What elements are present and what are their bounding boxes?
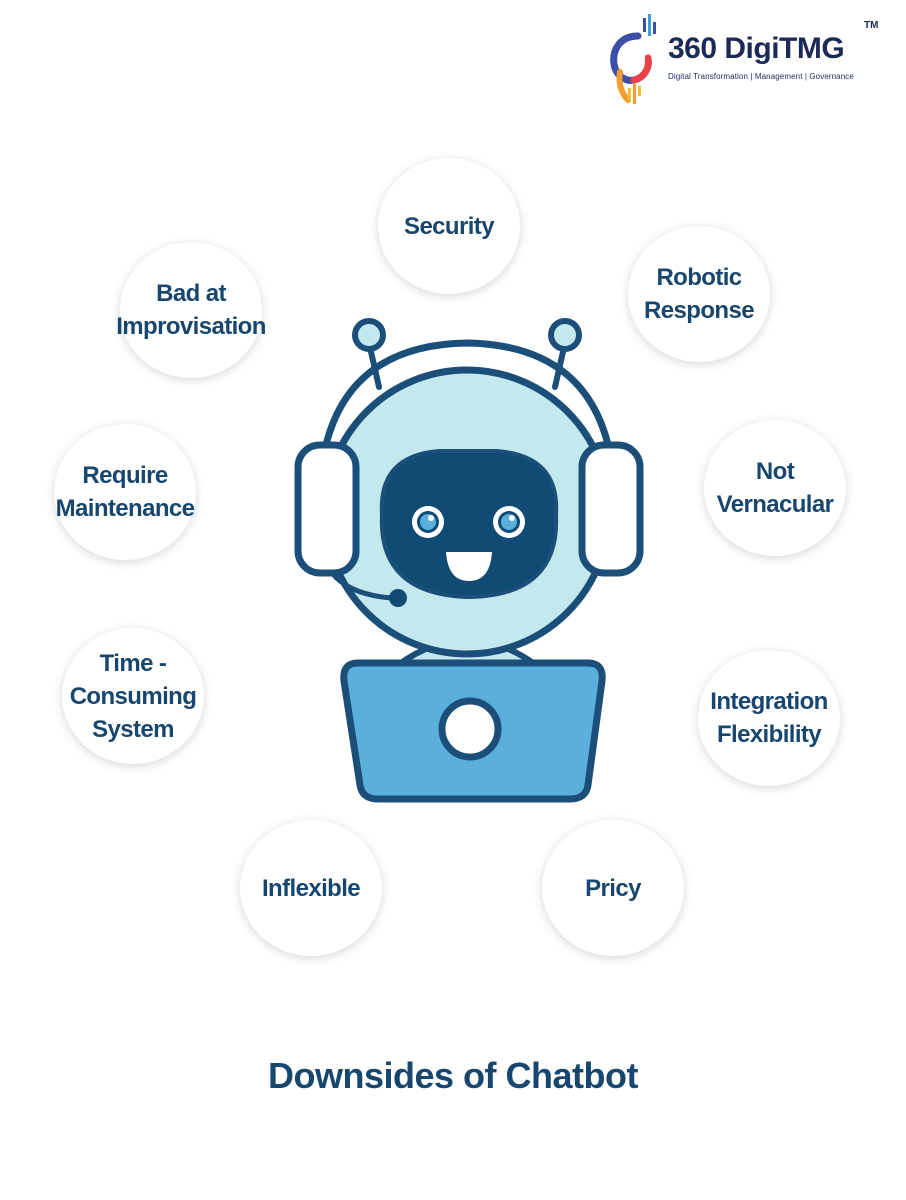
microphone-icon xyxy=(389,589,407,607)
bubble-label: Require Maintenance xyxy=(55,462,195,522)
bubble-label: Robotic Response xyxy=(644,264,755,324)
bubble-inflexible: Inflexible xyxy=(240,820,382,956)
logo-tagline: Digital Transformation | Management | Go… xyxy=(668,72,854,81)
antenna-left xyxy=(352,318,386,390)
logo-trademark: TM xyxy=(864,20,879,31)
headphone-right xyxy=(578,441,644,577)
robot-eyes xyxy=(412,506,525,538)
logo-wordmark: 360 DigiTMG xyxy=(668,32,845,65)
bubble-time-consuming-system: Time - Consuming System xyxy=(62,628,204,764)
bubble-label: Security xyxy=(404,212,495,240)
bubble-label: Time - Consuming System xyxy=(69,649,197,743)
bubble-label: Pricy xyxy=(585,874,641,902)
page-title: Downsides of Chatbot xyxy=(268,1055,639,1096)
robot-face xyxy=(379,449,559,600)
brand-logo: 360 DigiTMG TM Digital Transformation | … xyxy=(608,14,888,106)
microphone-boom xyxy=(330,571,393,601)
bubble-not-vernacular: Not Vernacular xyxy=(704,420,846,556)
logo-mark-icon xyxy=(610,14,656,104)
headphone-band xyxy=(318,339,616,466)
bubble-label: Integration Flexibility xyxy=(710,688,828,748)
bubble-integration-flexibility: Integration Flexibility xyxy=(698,650,840,786)
bubble-label: Bad at Improvisation xyxy=(116,280,266,340)
robot-mouth xyxy=(446,552,492,581)
bubble-pricy: Pricy xyxy=(542,820,684,956)
laptop-logo-icon xyxy=(438,697,502,761)
chatbot-robot-icon xyxy=(294,318,644,803)
bubble-security: Security xyxy=(378,158,520,294)
bubble-bad-at-improvisation: Bad at Improvisation xyxy=(116,242,266,378)
bubble-label: Not Vernacular xyxy=(716,458,834,518)
bubble-require-maintenance: Require Maintenance xyxy=(54,424,196,560)
bubble-robotic-response: Robotic Response xyxy=(628,226,770,362)
headphone-left xyxy=(294,441,360,577)
bubble-label: Inflexible xyxy=(261,874,361,902)
